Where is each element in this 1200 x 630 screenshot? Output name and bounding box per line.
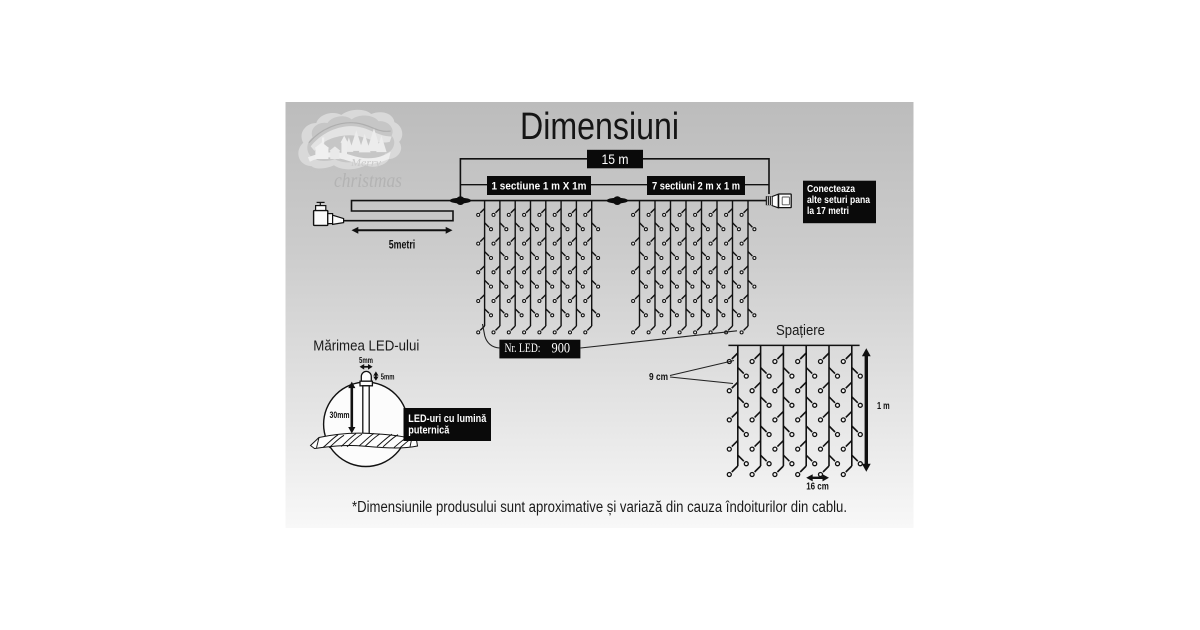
svg-text:7 sectiuni 2 m x 1 m: 7 sectiuni 2 m x 1 m bbox=[652, 181, 740, 193]
svg-text:LED-uri cu lumină: LED-uri cu lumină bbox=[408, 413, 487, 425]
svg-text:*Dimensiunile produsului sunt: *Dimensiunile produsului sunt aproximati… bbox=[352, 499, 847, 516]
svg-text:16 cm: 16 cm bbox=[806, 481, 829, 493]
svg-text:5mm: 5mm bbox=[359, 355, 373, 365]
svg-text:5metri: 5metri bbox=[389, 240, 416, 252]
svg-text:Nr. LED:: Nr. LED: bbox=[505, 341, 541, 355]
svg-text:15 m: 15 m bbox=[602, 152, 629, 167]
svg-text:1 m: 1 m bbox=[877, 400, 890, 412]
svg-text:Dimensiuni: Dimensiuni bbox=[520, 106, 679, 148]
svg-text:la 17 metri: la 17 metri bbox=[807, 206, 849, 217]
svg-text:christmas: christmas bbox=[334, 170, 402, 192]
svg-text:Merry: Merry bbox=[350, 157, 381, 169]
svg-text:30mm: 30mm bbox=[330, 410, 350, 420]
svg-text:1 sectiune 1 m X 1m: 1 sectiune 1 m X 1m bbox=[492, 181, 587, 193]
svg-text:900: 900 bbox=[552, 340, 571, 356]
svg-text:alte seturi pana: alte seturi pana bbox=[807, 195, 870, 206]
svg-text:Mărimea LED-ului: Mărimea LED-ului bbox=[313, 339, 419, 355]
svg-text:9 cm: 9 cm bbox=[649, 372, 668, 383]
svg-text:Conecteaza: Conecteaza bbox=[807, 184, 855, 195]
svg-text:5mm: 5mm bbox=[381, 371, 395, 381]
svg-text:puternică: puternică bbox=[408, 425, 450, 437]
svg-text:Spațiere: Spațiere bbox=[776, 322, 825, 339]
